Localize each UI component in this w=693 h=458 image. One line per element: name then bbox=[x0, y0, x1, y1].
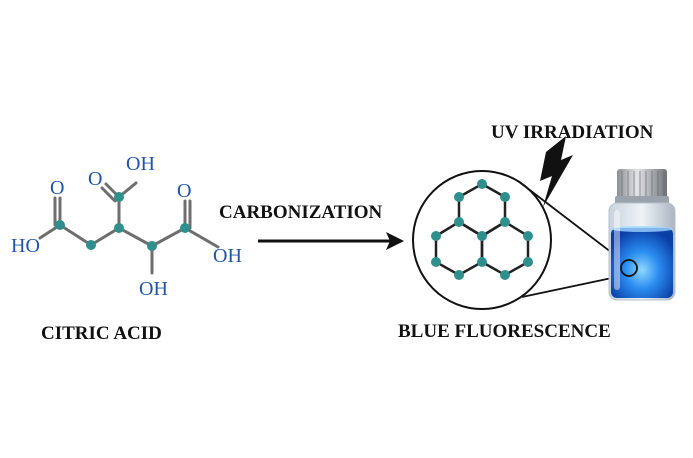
lattice-atoms bbox=[431, 179, 533, 280]
atom-label-o-top: O bbox=[88, 168, 102, 190]
carbonization-label: CARBONIZATION bbox=[219, 202, 383, 223]
atom-label-o-left: O bbox=[50, 177, 64, 199]
citric-acid-structure: O HO O OH O OH OH bbox=[11, 153, 242, 300]
uv-irradiation-label: UV IRRADIATION bbox=[491, 122, 654, 143]
atom-label-o-right: O bbox=[177, 180, 191, 202]
carbon-atom bbox=[500, 270, 510, 280]
carbon-atom bbox=[431, 231, 441, 241]
carbon-atom bbox=[114, 223, 124, 233]
carbon-atom bbox=[431, 257, 441, 267]
carbon-atom bbox=[477, 257, 487, 267]
carbon-atom bbox=[477, 179, 487, 189]
carbon-atom bbox=[86, 240, 96, 250]
molecule-skeleton bbox=[58, 223, 220, 249]
atom-label-oh-top: OH bbox=[126, 153, 155, 175]
carbon-atom bbox=[523, 257, 533, 267]
atom-label-oh-bottom: OH bbox=[139, 278, 168, 300]
carbon-atom bbox=[454, 270, 464, 280]
bond-c6-o-double bbox=[100, 186, 117, 203]
vial-zoom-spot bbox=[620, 259, 638, 277]
lightning-bolt-icon bbox=[540, 136, 573, 207]
carbon-dot-structure bbox=[412, 170, 552, 310]
carbon-atom bbox=[454, 192, 464, 202]
carbon-atom bbox=[180, 223, 190, 233]
citric-acid-label: CITRIC ACID bbox=[41, 323, 162, 344]
carbon-atom bbox=[477, 231, 487, 241]
carbon-atom bbox=[500, 192, 510, 202]
carbon-atom bbox=[147, 241, 157, 251]
carbon-atom bbox=[500, 217, 510, 227]
vial-icon bbox=[608, 169, 676, 301]
reaction-arrow bbox=[258, 232, 404, 250]
carbon-atom bbox=[523, 231, 533, 241]
atom-label-oh-right: OH bbox=[213, 245, 242, 267]
carbon-atom bbox=[114, 192, 124, 202]
atom-label-ho-left: HO bbox=[11, 235, 40, 257]
carbon-atom bbox=[454, 217, 464, 227]
zoom-connector-top bbox=[517, 180, 625, 263]
blue-fluorescence-label: BLUE FLUORESCENCE bbox=[398, 321, 611, 342]
carbon-atom bbox=[55, 220, 65, 230]
